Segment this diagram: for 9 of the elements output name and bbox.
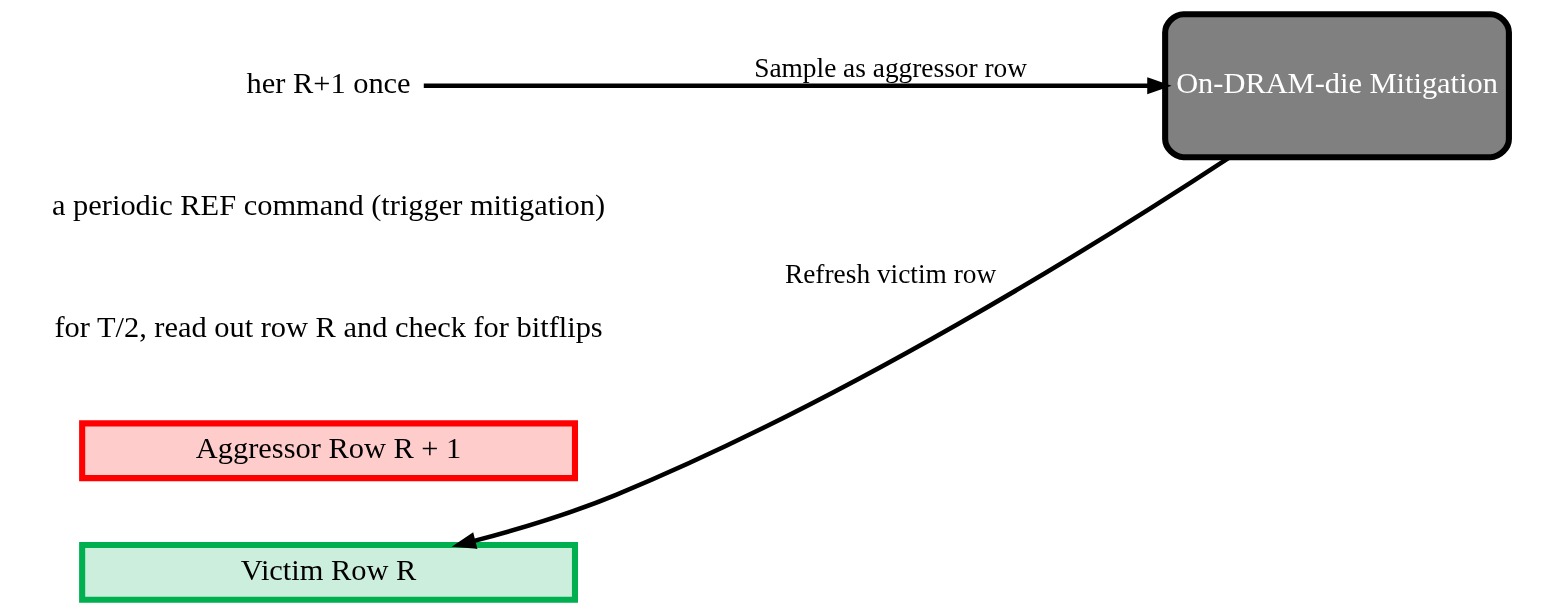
node-text: her R+1 once [246,66,411,101]
node-box: On-DRAM-die Mitigation [1162,11,1512,161]
node-box: Aggressor Row R + 1 [79,420,578,482]
edge-label: Refresh victim row [784,258,997,289]
arrow [423,77,1172,95]
label: a periodic REF command (trigger mitigation) [52,187,606,222]
node-box: Victim Row R [79,542,578,603]
label: for T/2, read out row R and check for bitflips [54,309,603,344]
edge-label: Sample as aggressor row [754,53,1027,84]
